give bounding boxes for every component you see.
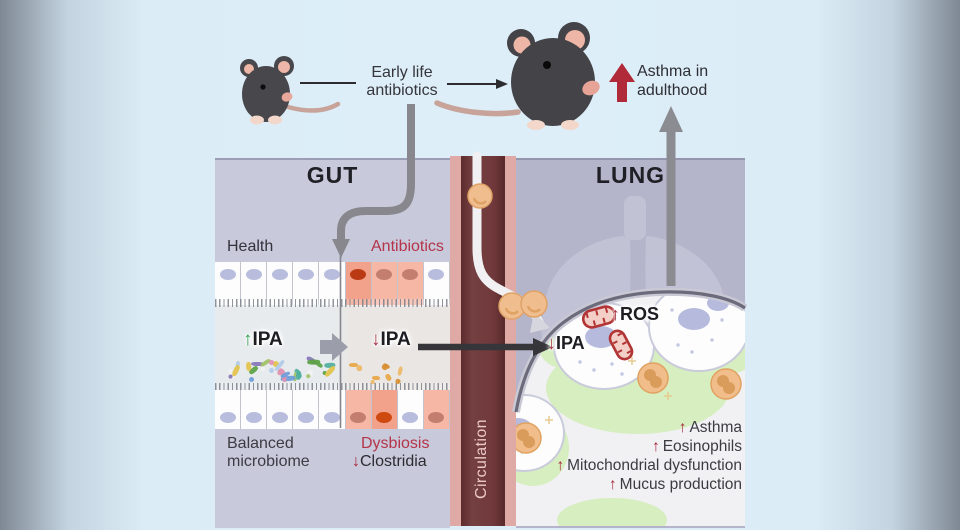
epithelial-cell (397, 262, 424, 305)
gut-ipa-increased-label: ↑IPA (243, 329, 283, 350)
cell-nucleus (219, 412, 236, 423)
epithelial-cell (241, 262, 268, 305)
circulating-cell-icon (467, 183, 548, 320)
lung-to-asthma-arrow (659, 106, 683, 286)
alveolus-region (512, 287, 748, 526)
cell-nucleus (219, 269, 236, 280)
young-mouse-icon (240, 56, 341, 125)
ros-increased-label: ↑ROS (611, 305, 659, 323)
eosinophil-cells (516, 357, 742, 454)
ros-text: ROS (620, 304, 660, 324)
effect-eosinophils: ↑Eosinophils (455, 437, 742, 456)
gut-epithelium-bottom-row (215, 390, 450, 429)
mitochondria-icon (581, 305, 634, 361)
epithelial-cell (423, 262, 450, 305)
epithelial-cell (215, 390, 242, 429)
cell-nucleus (323, 412, 340, 423)
immune-cell-migration-path (467, 151, 550, 333)
balanced-line2: microbiome (227, 453, 310, 470)
cell-nucleus (376, 412, 393, 423)
early-life-antibiotics-label: Early life antibiotics (352, 64, 452, 100)
gut-to-lung-ipa-arrow (418, 338, 553, 356)
lung-effects-list: ↑Asthma ↑Eosinophils ↑Mitochondrial dysf… (455, 418, 742, 494)
cell-nucleus (271, 412, 288, 423)
up-arrow-icon: ↑ (243, 329, 253, 350)
microvilli-top (215, 299, 450, 307)
blood-vessel (450, 156, 516, 526)
cell-nucleus (428, 412, 445, 423)
adult-mouse-icon (434, 22, 600, 130)
epithelial-cell (267, 262, 294, 305)
epithelial-cell (371, 390, 398, 429)
gut-epithelium-top-row (215, 262, 450, 305)
cell-nucleus (350, 412, 367, 423)
health-label: Health (227, 238, 274, 255)
epithelial-cell (241, 390, 268, 429)
early-life-line1: Early life (371, 64, 433, 81)
epithelial-cell (293, 390, 320, 429)
clostridia-text: Clostridia (360, 453, 427, 470)
effect-mucus-production: ↑Mucus production (455, 475, 742, 494)
up-arrow-icon: ↑ (678, 419, 687, 436)
epithelial-cell (215, 262, 242, 305)
ipa-text: IPA (252, 329, 283, 350)
cell-nucleus (402, 269, 419, 280)
down-arrow-icon: ↓ (352, 453, 360, 470)
asthma-line1: Asthma in (637, 63, 709, 80)
cell-nucleus (297, 412, 314, 423)
epithelial-cell (345, 262, 372, 305)
cell-nucleus (271, 269, 288, 280)
down-arrow-icon: ↓ (547, 333, 556, 353)
effect-label: Mitochondrial dysfunction (567, 457, 742, 474)
cell-nucleus (297, 269, 314, 280)
epithelial-cell (423, 390, 450, 429)
gut-panel-title: GUT (306, 162, 359, 188)
cell-nucleus (245, 412, 262, 423)
ipa-text: IPA (556, 333, 585, 353)
cell-nucleus (323, 269, 340, 280)
epithelial-cell (293, 262, 320, 305)
balanced-microbiome-label: Balanced microbiome (227, 435, 310, 471)
microvilli-bottom (215, 383, 450, 391)
cell-nucleus (376, 269, 393, 280)
antibiotics-label: Antibiotics (371, 238, 444, 255)
effect-mitochondrial-dysfunction: ↑Mitochondrial dysfunction (455, 456, 742, 475)
cell-nucleus (350, 269, 367, 280)
effect-label: Eosinophils (662, 438, 742, 455)
effect-label: Asthma (689, 419, 742, 436)
effect-label: Mucus production (619, 476, 742, 493)
asthma-in-adulthood-label: Asthma in adulthood (637, 62, 708, 100)
up-arrow-icon (609, 63, 635, 102)
up-arrow-icon: ↑ (556, 457, 565, 474)
antibiotics-to-gut-arrow (332, 104, 415, 258)
up-arrow-icon: ↑ (608, 476, 617, 493)
epithelial-cell (345, 390, 372, 429)
clostridia-decreased-label: ↓Clostridia (352, 453, 427, 471)
asthma-line2: adulthood (637, 82, 708, 99)
gut-ipa-decreased-label: ↓IPA (371, 329, 411, 350)
lung-ipa-decreased-label: ↓IPA (547, 334, 585, 352)
ipa-text: IPA (380, 329, 411, 350)
gut-change-chevron-icon (320, 333, 348, 361)
balanced-line1: Balanced (227, 435, 294, 452)
effect-asthma: ↑Asthma (455, 418, 742, 437)
label-to-adult-mouse-arrow (447, 79, 508, 89)
cell-nucleus (245, 269, 262, 280)
sparkle-icon (545, 357, 672, 424)
early-life-line2: antibiotics (366, 82, 438, 99)
dysbiosis-label: Dysbiosis (361, 435, 430, 452)
lung-panel-title: LUNG (595, 162, 666, 188)
epithelial-cell (267, 390, 294, 429)
cell-nucleus (428, 269, 445, 280)
down-arrow-icon: ↓ (371, 329, 381, 350)
blood-vessel-core (461, 156, 505, 526)
epithelial-cell (397, 390, 424, 429)
up-arrow-icon: ↑ (611, 304, 620, 324)
up-arrow-icon: ↑ (651, 438, 660, 455)
cell-nucleus (402, 412, 419, 423)
epithelial-cell (371, 262, 398, 305)
